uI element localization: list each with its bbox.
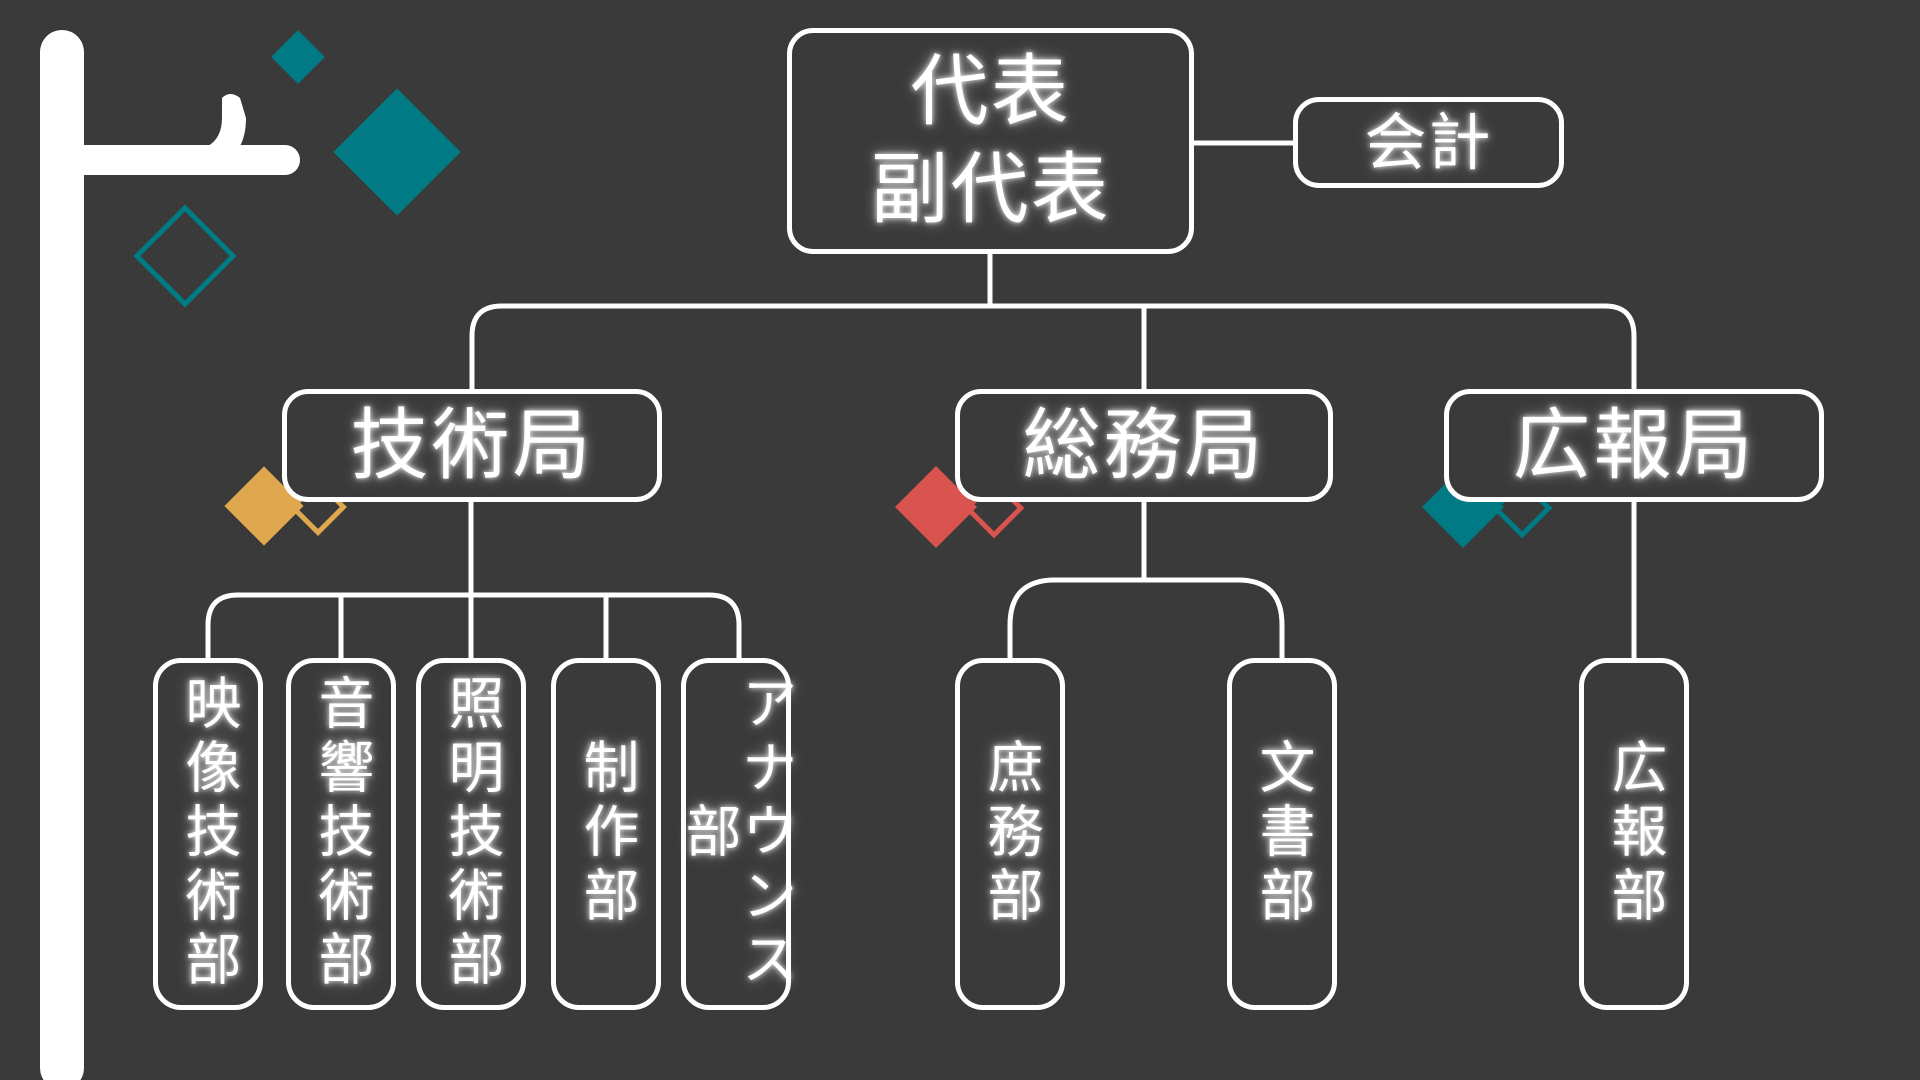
bureau-pr-box: 広報局 <box>1444 389 1824 502</box>
dept-lighting-box: 照明技術部 <box>416 658 526 1010</box>
dept-affairs-label: 庶務部 <box>978 738 1043 930</box>
dept-video-box: 映像技術部 <box>153 658 263 1010</box>
teal-diamond-small <box>271 30 325 84</box>
teal-diamond-outline <box>133 204 237 308</box>
representative-box: 代表 副代表 <box>787 28 1194 254</box>
bureau-pr-label: 広報局 <box>1512 400 1756 491</box>
dept-documents-label: 文書部 <box>1250 738 1315 930</box>
connector-lines <box>205 140 1637 665</box>
bureau-tech-label: 技術局 <box>350 400 594 491</box>
dept-production-label: 制作部 <box>574 738 639 930</box>
dept-affairs-box: 庶務部 <box>955 658 1065 1010</box>
dept-announce-box: アナウンス部 <box>676 658 797 1010</box>
dept-audio-box: 音響技術部 <box>286 658 396 1010</box>
dept-lighting-label: 照明技術部 <box>439 674 504 994</box>
dept-audio-label: 音響技術部 <box>309 674 374 994</box>
dept-pr-box: 広報部 <box>1579 658 1689 1010</box>
teal-diamond-large <box>333 88 461 216</box>
bureau-general-box: 総務局 <box>955 389 1333 502</box>
accounting-box: 会計 <box>1293 97 1564 188</box>
bureau-general-label: 総務局 <box>1022 400 1266 491</box>
branch-pole-decoration <box>40 30 300 1080</box>
representative-label: 代表 副代表 <box>870 47 1111 235</box>
dept-video-label: 映像技術部 <box>176 674 241 994</box>
dept-production-box: 制作部 <box>551 658 661 1010</box>
dept-announce-label: アナウンス部 <box>676 674 797 994</box>
dept-documents-box: 文書部 <box>1227 658 1337 1010</box>
accounting-label: 会計 <box>1364 105 1493 179</box>
bureau-tech-box: 技術局 <box>282 389 662 502</box>
dept-pr-label: 広報部 <box>1602 738 1667 930</box>
